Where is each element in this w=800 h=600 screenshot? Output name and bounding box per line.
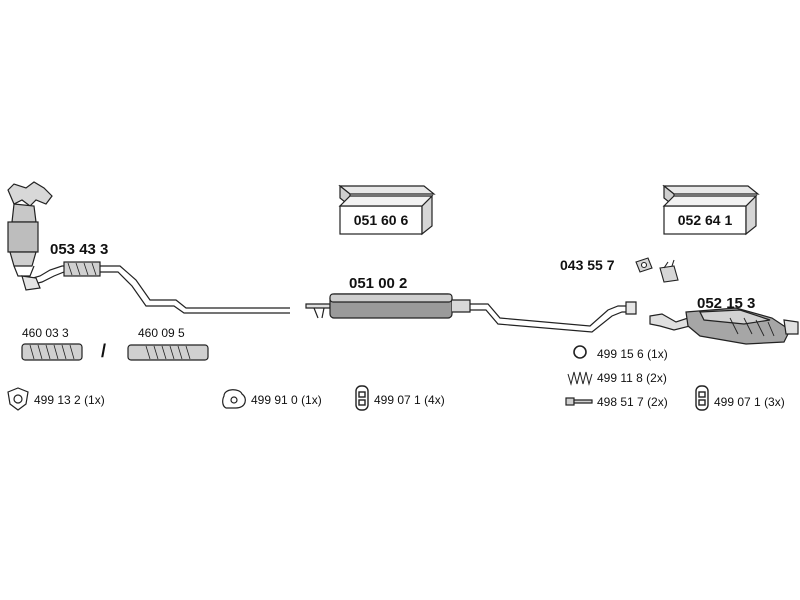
bolt-icon	[565, 397, 593, 406]
accessory-qty: (3x)	[764, 395, 785, 409]
kit-box-middle-drawing	[338, 184, 436, 236]
rubber-mount-icon	[355, 385, 369, 411]
ring-icon	[573, 345, 587, 359]
front-pipe-drawing	[21, 261, 290, 314]
accessory-qty: (2x)	[647, 395, 668, 409]
part-label-flex-b: 460 09 5	[138, 326, 185, 340]
accessory-code: 499 07 1	[374, 393, 421, 407]
part-label-bracket: 043 55 7	[560, 257, 615, 273]
accessory-code: 499 11 8	[597, 371, 643, 385]
spring-icon	[567, 371, 593, 386]
accessory-item: 499 07 1 (3x)	[714, 396, 785, 408]
kit-box-rear-drawing	[662, 184, 760, 236]
accessory-qty: (1x)	[84, 393, 105, 407]
accessory-qty: (4x)	[424, 393, 445, 407]
rubber-mount-icon-rear	[695, 385, 709, 411]
kit-label-middle: 051 60 6	[353, 212, 409, 228]
accessory-item: 499 07 1 (4x)	[374, 394, 445, 406]
accessory-item: 498 51 7 (2x)	[597, 396, 668, 408]
part-label-flex-a: 460 03 3	[22, 326, 69, 340]
part-label-rear-silencer: 052 15 3	[697, 295, 756, 312]
part-label-catalyst: 053 43 3	[50, 241, 109, 258]
accessory-qty: (1x)	[301, 393, 322, 407]
part-label-middle-silencer: 051 00 2	[349, 275, 408, 292]
accessory-item: 499 91 0 (1x)	[251, 394, 322, 406]
flex-pipe-b-drawing	[127, 344, 209, 361]
accessory-item: 499 13 2 (1x)	[34, 394, 105, 406]
accessory-qty: (1x)	[647, 347, 668, 361]
accessory-item: 499 11 8 (2x)	[597, 372, 667, 384]
kit-label-rear: 052 64 1	[677, 212, 733, 228]
clamp-icon	[7, 387, 29, 411]
middle-silencer-drawing	[305, 293, 637, 333]
accessory-qty: (2x)	[646, 371, 667, 385]
accessory-code: 499 15 6	[597, 347, 644, 361]
separator-slash: /	[101, 341, 107, 361]
bracket-drawing	[635, 257, 679, 283]
flex-pipe-a-drawing	[21, 343, 83, 361]
rear-silencer-drawing	[649, 307, 799, 345]
gasket-icon	[222, 389, 246, 409]
accessory-code: 499 07 1	[714, 395, 761, 409]
accessory-code: 498 51 7	[597, 395, 644, 409]
accessory-code: 499 91 0	[251, 393, 298, 407]
accessory-code: 499 13 2	[34, 393, 81, 407]
catalyst-drawing	[7, 181, 53, 277]
accessory-item: 499 15 6 (1x)	[597, 348, 668, 360]
